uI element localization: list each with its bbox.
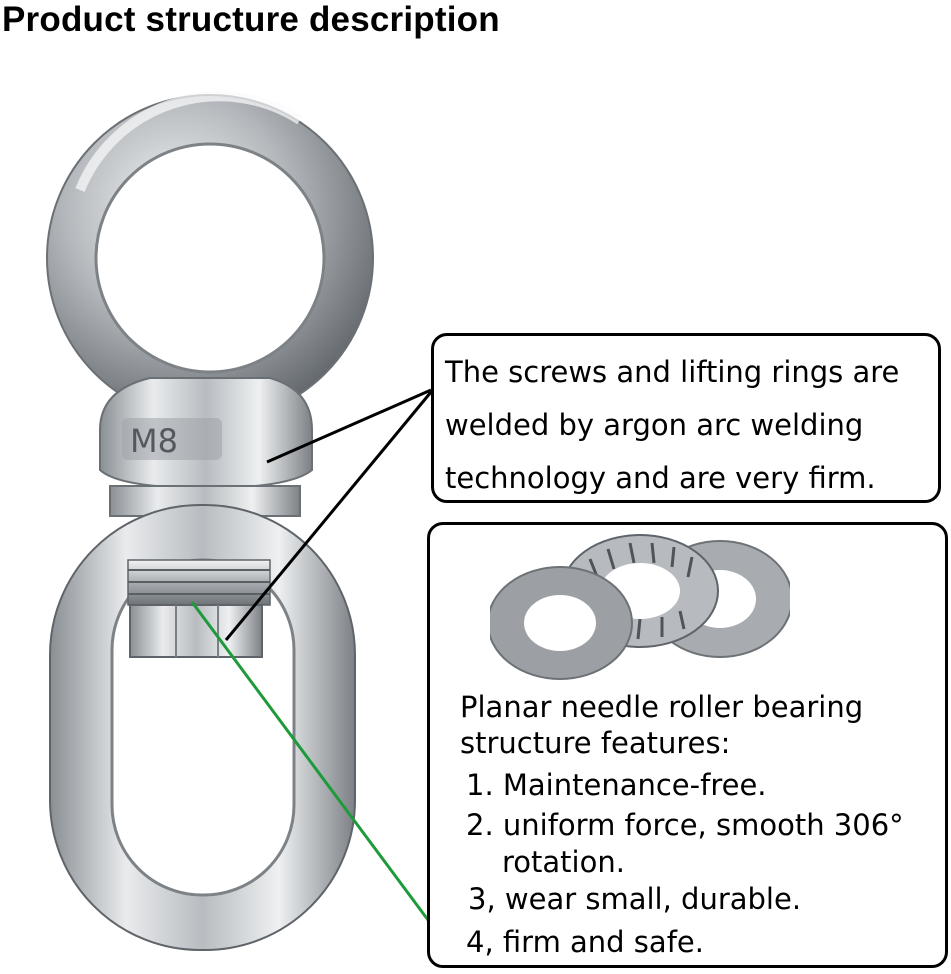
weld-callout-line-3: technology and are very firm. bbox=[445, 461, 876, 495]
bearing-callout-box: Planar needle roller bearing structure f… bbox=[427, 522, 948, 968]
feature-item-1: 1. Maintenance-free. bbox=[466, 768, 767, 802]
weld-pointer-line-b bbox=[224, 391, 433, 641]
weld-callout-line-2: welded by argon arc welding bbox=[445, 408, 864, 442]
m8-stamp: M8 bbox=[130, 422, 178, 460]
feature-item-2-continued: rotation. bbox=[502, 845, 625, 879]
bearing-feature-text: Planar needle roller bearing structure f… bbox=[460, 689, 863, 761]
page-title: Product structure description bbox=[2, 0, 500, 39]
feature-item-4: 4, firm and safe. bbox=[466, 925, 704, 959]
feature-item-2: 2. uniform force, smooth 306° bbox=[466, 808, 904, 842]
weld-pointer-line-a bbox=[266, 388, 432, 464]
weld-callout-line-1: The screws and lifting rings are bbox=[445, 355, 900, 389]
bearing-pointer-line bbox=[190, 601, 433, 925]
bearing-heading-line-1: Planar needle roller bearing bbox=[460, 690, 864, 724]
shank-washers bbox=[127, 559, 271, 606]
needle-roller-bearing-image bbox=[490, 534, 790, 680]
feature-item-3: 3, wear small, durable. bbox=[468, 882, 802, 916]
bearing-heading-line-2: structure features: bbox=[460, 726, 731, 760]
upper-eye-ring bbox=[46, 91, 374, 422]
weld-callout-box: The screws and lifting rings are welded … bbox=[431, 333, 941, 503]
